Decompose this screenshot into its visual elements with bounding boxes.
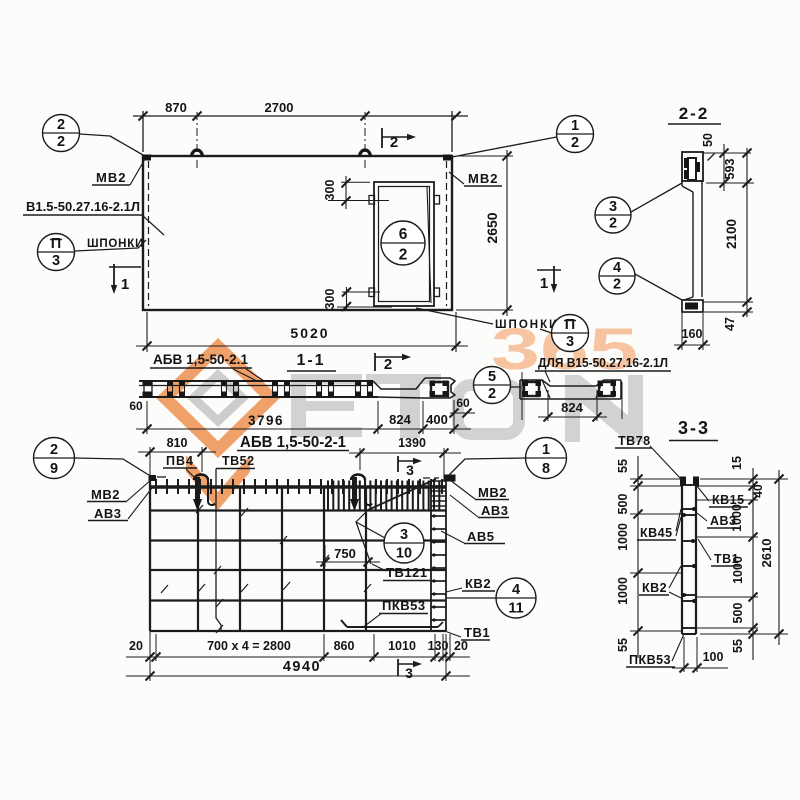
svg-text:2: 2 (57, 134, 65, 150)
svg-text:130: 130 (428, 639, 449, 653)
svg-text:55: 55 (616, 459, 630, 473)
svg-text:ПКВ53: ПКВ53 (629, 653, 671, 667)
svg-text:3-3: 3-3 (678, 418, 710, 438)
svg-text:870: 870 (165, 100, 187, 115)
svg-text:МВ2: МВ2 (468, 171, 498, 186)
svg-text:500: 500 (731, 603, 745, 624)
svg-text:60: 60 (456, 396, 470, 410)
svg-text:700 x 4 = 2800: 700 x 4 = 2800 (207, 639, 291, 653)
svg-text:МВ2: МВ2 (478, 485, 507, 500)
svg-text:1-1: 1-1 (296, 352, 325, 369)
svg-text:3: 3 (566, 334, 574, 350)
svg-text:ТВ1: ТВ1 (714, 552, 739, 566)
svg-text:ПВ4: ПВ4 (166, 454, 194, 468)
svg-text:3796: 3796 (248, 413, 284, 428)
svg-text:2650: 2650 (484, 212, 500, 243)
svg-text:5020: 5020 (290, 325, 329, 341)
svg-text:1: 1 (542, 442, 550, 458)
svg-text:ТВ121: ТВ121 (386, 565, 428, 580)
svg-text:ШПОНКИ: ШПОНКИ (495, 319, 559, 331)
svg-text:300: 300 (323, 289, 337, 310)
svg-text:2100: 2100 (724, 219, 739, 249)
svg-text:50: 50 (701, 133, 715, 147)
svg-text:КВ2: КВ2 (642, 581, 667, 595)
svg-text:1000: 1000 (730, 504, 744, 532)
svg-text:2: 2 (613, 277, 621, 293)
svg-text:КВ2: КВ2 (465, 576, 491, 591)
svg-text:КВ15: КВ15 (712, 493, 745, 507)
svg-text:100: 100 (703, 650, 724, 664)
svg-text:2: 2 (609, 216, 617, 232)
svg-text:47: 47 (723, 317, 737, 331)
svg-text:500: 500 (616, 494, 630, 515)
svg-text:15: 15 (730, 456, 744, 470)
svg-text:4: 4 (613, 260, 621, 276)
svg-text:2: 2 (57, 117, 65, 133)
svg-text:3: 3 (609, 199, 617, 215)
svg-text:3: 3 (406, 462, 414, 478)
svg-text:20: 20 (454, 639, 468, 653)
svg-text:824: 824 (561, 400, 583, 415)
svg-text:1: 1 (540, 275, 548, 292)
svg-text:2: 2 (571, 135, 579, 151)
svg-text:АВ5: АВ5 (467, 529, 495, 544)
svg-text:1: 1 (121, 276, 129, 293)
svg-text:1000: 1000 (616, 577, 630, 605)
svg-text:1000: 1000 (731, 556, 745, 584)
svg-text:810: 810 (167, 436, 188, 450)
svg-text:860: 860 (334, 639, 355, 653)
svg-text:МВ2: МВ2 (91, 487, 120, 502)
svg-text:2: 2 (384, 356, 392, 373)
svg-text:4: 4 (512, 582, 520, 598)
svg-text:593: 593 (723, 159, 737, 180)
svg-text:160: 160 (682, 327, 703, 341)
svg-text:2: 2 (488, 386, 496, 402)
svg-text:60: 60 (129, 399, 143, 413)
svg-text:10: 10 (396, 546, 412, 562)
svg-text:3: 3 (52, 253, 60, 269)
svg-text:55: 55 (731, 639, 745, 653)
svg-text:1000: 1000 (616, 523, 630, 551)
svg-text:1: 1 (571, 118, 579, 134)
svg-text:824: 824 (389, 412, 411, 427)
svg-text:ДЛЯ В15-50.27.16-2.1Л: ДЛЯ В15-50.27.16-2.1Л (538, 356, 668, 370)
svg-text:3: 3 (405, 665, 413, 681)
svg-text:ПКВ53: ПКВ53 (382, 598, 426, 613)
svg-text:6: 6 (399, 226, 408, 243)
svg-text:МВ2: МВ2 (96, 170, 126, 185)
svg-text:2: 2 (399, 247, 408, 264)
svg-text:2-2: 2-2 (679, 104, 710, 123)
svg-text:1390: 1390 (398, 436, 426, 450)
svg-text:20: 20 (129, 639, 143, 653)
svg-text:55: 55 (616, 638, 630, 652)
svg-text:2: 2 (390, 134, 398, 151)
svg-text:ТВ1: ТВ1 (464, 625, 490, 640)
svg-text:4940: 4940 (283, 659, 321, 675)
svg-text:ТВ78: ТВ78 (618, 434, 651, 448)
svg-text:ТВ52: ТВ52 (222, 454, 255, 468)
svg-text:400: 400 (426, 412, 448, 427)
svg-text:АВ3: АВ3 (710, 514, 737, 528)
svg-text:8: 8 (542, 461, 550, 477)
svg-text:ШПОНКИ: ШПОНКИ (87, 238, 144, 250)
svg-text:П: П (51, 236, 61, 252)
svg-text:1010: 1010 (388, 639, 416, 653)
svg-text:КВ45: КВ45 (640, 526, 673, 540)
svg-text:5: 5 (488, 369, 496, 385)
svg-text:АБВ 1,5-50-2.1: АБВ 1,5-50-2.1 (153, 352, 248, 367)
svg-text:П: П (565, 317, 575, 333)
svg-text:В1.5-50.27.16-2.1Л: В1.5-50.27.16-2.1Л (26, 200, 140, 214)
svg-text:2: 2 (50, 442, 58, 458)
svg-text:2610: 2610 (759, 539, 774, 568)
svg-text:9: 9 (50, 461, 58, 477)
svg-text:АБВ 1,5-50-2-1: АБВ 1,5-50-2-1 (240, 434, 346, 451)
svg-text:2700: 2700 (265, 100, 294, 115)
svg-text:750: 750 (334, 546, 356, 561)
svg-text:300: 300 (323, 180, 337, 201)
svg-text:3: 3 (400, 527, 408, 543)
svg-text:АВ3: АВ3 (94, 506, 122, 521)
svg-text:40: 40 (751, 484, 765, 498)
svg-text:11: 11 (508, 601, 523, 617)
svg-text:АВ3: АВ3 (481, 503, 509, 518)
